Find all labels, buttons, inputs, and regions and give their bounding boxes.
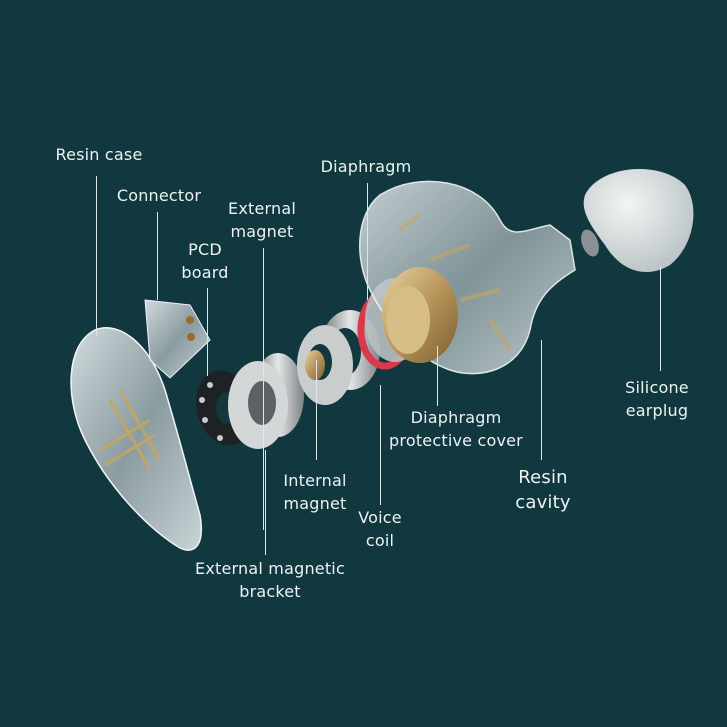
silicone-earplug-part: [583, 168, 694, 273]
leader-line-voice-coil: [380, 385, 381, 505]
diaphragm-protective-cover-part: [382, 267, 458, 363]
leader-line-pcd-board: [207, 288, 208, 376]
leader-line-diaphragm-cover: [437, 346, 438, 406]
label-resin-case: Resin case: [55, 145, 143, 164]
leader-line-connector: [157, 212, 158, 300]
leader-line-external-bracket: [265, 450, 266, 555]
internal-magnet-part: [297, 310, 380, 405]
leader-line-resin-case: [96, 176, 97, 336]
leader-line-silicone-earplug: [660, 266, 661, 371]
label-connector: Connector: [116, 186, 202, 205]
filter-mesh-part: [581, 229, 599, 257]
leader-line-resin-cavity: [541, 340, 542, 460]
connector-part: [144, 299, 211, 379]
external-magnet-part: [228, 353, 304, 449]
resin-case-part: [70, 327, 202, 551]
leader-line-diaphragm: [367, 183, 368, 300]
label-diaphragm: Diaphragm: [320, 157, 412, 176]
leader-line-external-magnet: [263, 248, 264, 530]
leader-line-internal-magnet: [316, 360, 317, 460]
